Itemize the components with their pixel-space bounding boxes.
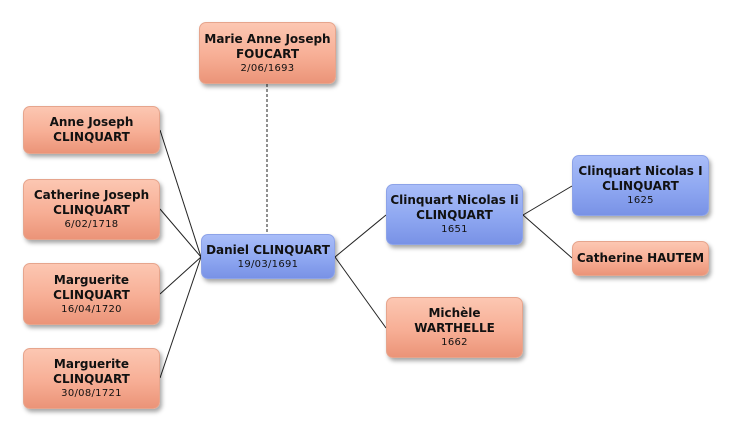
person-box-child3[interactable]: Marguerite CLINQUART 16/04/1720 xyxy=(23,263,160,325)
person-box-child2[interactable]: Catherine Joseph CLINQUART 6/02/1718 xyxy=(23,179,160,240)
edge-child2-root xyxy=(159,208,202,258)
person-surname: CLINQUART xyxy=(53,372,130,386)
person-date: 30/08/1721 xyxy=(61,388,122,399)
person-date: 6/02/1718 xyxy=(64,219,119,230)
person-name: Clinquart Nicolas I xyxy=(578,164,703,178)
person-surname: CLINQUART xyxy=(53,130,130,144)
person-name: Daniel CLINQUART xyxy=(206,242,330,257)
edge-father-grandfather xyxy=(522,185,573,216)
person-box-child1[interactable]: Anne Joseph CLINQUART xyxy=(23,106,160,154)
person-date: 1651 xyxy=(441,224,468,235)
person-name: Catherine HAUTEM xyxy=(576,251,705,265)
person-name: Clinquart Nicolas Ii xyxy=(390,193,519,207)
person-surname: CLINQUART xyxy=(53,287,130,302)
person-name: Michèle xyxy=(428,306,481,320)
person-name: Marguerite xyxy=(53,357,130,371)
person-surname: WARTHELLE xyxy=(414,321,495,335)
edge-root-mother xyxy=(334,256,387,329)
edge-child4-root xyxy=(159,256,202,379)
person-box-child4[interactable]: Marguerite CLINQUART 30/08/1721 xyxy=(23,348,160,409)
person-name: Marie Anne Joseph xyxy=(204,31,331,46)
person-box-father[interactable]: Clinquart Nicolas Ii CLINQUART 1651 xyxy=(386,184,523,245)
edge-root-father xyxy=(334,214,387,258)
person-date: 2/06/1693 xyxy=(240,62,295,74)
edge-father-grandmother xyxy=(522,214,573,259)
person-box-grandfather[interactable]: Clinquart Nicolas I CLINQUART 1625 xyxy=(572,155,709,216)
person-name: Anne Joseph xyxy=(49,115,134,129)
person-box-root[interactable]: Daniel CLINQUART 19/03/1691 xyxy=(201,234,335,279)
person-box-spouse[interactable]: Marie Anne Joseph FOUCART 2/06/1693 xyxy=(199,22,336,84)
person-name: Marguerite xyxy=(53,272,130,287)
edge-child3-root xyxy=(159,256,202,295)
person-box-grandmother[interactable]: Catherine HAUTEM xyxy=(572,241,709,276)
person-name: Catherine Joseph xyxy=(33,188,150,202)
person-box-mother[interactable]: Michèle WARTHELLE 1662 xyxy=(386,297,523,358)
person-date: 16/04/1720 xyxy=(61,303,122,315)
person-surname: CLINQUART xyxy=(416,208,493,222)
person-surname: CLINQUART xyxy=(602,179,679,193)
person-date: 1662 xyxy=(441,337,468,348)
edge-child1-root xyxy=(159,129,202,258)
person-date: 19/03/1691 xyxy=(237,258,299,270)
person-surname: FOUCART xyxy=(235,46,300,61)
person-date: 1625 xyxy=(627,195,654,206)
person-surname: CLINQUART xyxy=(53,203,130,217)
